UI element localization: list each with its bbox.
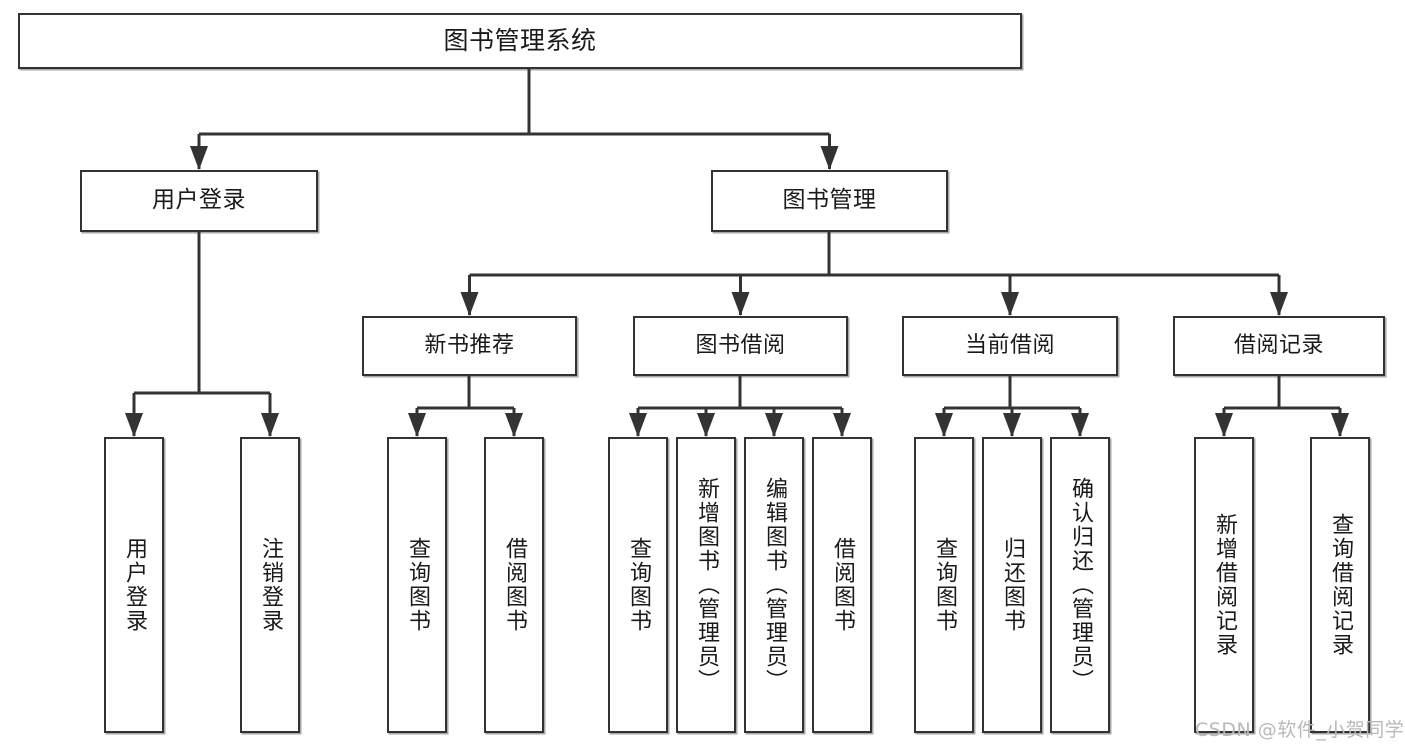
node-leaf-leaf-borrow-borrow-book[interactable]: 借阅图书 xyxy=(812,437,872,733)
node-label: 编辑图书（管理员） xyxy=(762,477,787,693)
node-label: 查询图书 xyxy=(405,537,430,633)
node-label: 图书管理 xyxy=(782,187,877,214)
node-leaf-leaf-borrow-query-book[interactable]: 查询图书 xyxy=(608,437,668,733)
node-level3-new-book-rec[interactable]: 新书推荐 xyxy=(362,316,577,376)
node-level3-book-borrow[interactable]: 图书借阅 xyxy=(633,316,848,376)
node-leaf-leaf-current-return-book[interactable]: 归还图书 xyxy=(982,437,1042,733)
node-label: 查询借阅记录 xyxy=(1328,513,1353,657)
node-level3-current-borrow[interactable]: 当前借阅 xyxy=(902,316,1118,376)
node-leaf-leaf-current-query-book[interactable]: 查询图书 xyxy=(914,437,974,733)
node-leaf-leaf-current-confirm-return[interactable]: 确认归还（管理员） xyxy=(1050,437,1110,733)
node-root-root[interactable]: 图书管理系统 xyxy=(18,13,1022,69)
node-level2-user-login[interactable]: 用户登录 xyxy=(80,170,318,232)
node-leaf-leaf-rec-query-book[interactable]: 查询图书 xyxy=(387,437,447,733)
node-leaf-leaf-user-logout[interactable]: 注销登录 xyxy=(240,437,300,733)
node-leaf-leaf-record-add[interactable]: 新增借阅记录 xyxy=(1194,437,1254,733)
node-label: 确认归还（管理员） xyxy=(1068,477,1093,693)
node-label: 用户登录 xyxy=(122,537,147,633)
node-label: 当前借阅 xyxy=(964,333,1055,359)
node-label: 借阅记录 xyxy=(1233,333,1324,359)
node-label: 归还图书 xyxy=(1000,537,1025,633)
node-label: 图书借阅 xyxy=(695,333,786,359)
node-label: 新书推荐 xyxy=(424,333,515,359)
node-label: 查询图书 xyxy=(932,537,957,633)
node-label: 借阅图书 xyxy=(502,537,527,633)
node-leaf-leaf-rec-borrow-book[interactable]: 借阅图书 xyxy=(484,437,544,733)
node-leaf-leaf-record-query[interactable]: 查询借阅记录 xyxy=(1310,437,1370,733)
node-leaf-leaf-borrow-edit-book[interactable]: 编辑图书（管理员） xyxy=(744,437,804,733)
node-leaf-leaf-user-login[interactable]: 用户登录 xyxy=(104,437,164,733)
node-label: 借阅图书 xyxy=(830,537,855,633)
node-label: 图书管理系统 xyxy=(443,26,597,56)
watermark-text: CSDN @软件_小贺同学 xyxy=(1195,719,1405,741)
node-label: 新增图书（管理员） xyxy=(694,477,719,693)
node-label: 用户登录 xyxy=(152,187,246,214)
node-level2-book-manage[interactable]: 图书管理 xyxy=(711,170,948,232)
node-label: 查询图书 xyxy=(626,537,651,633)
node-level3-borrow-record[interactable]: 借阅记录 xyxy=(1173,316,1385,376)
node-leaf-leaf-borrow-add-book[interactable]: 新增图书（管理员） xyxy=(676,437,736,733)
node-label: 新增借阅记录 xyxy=(1212,513,1237,657)
node-label: 注销登录 xyxy=(258,537,283,633)
